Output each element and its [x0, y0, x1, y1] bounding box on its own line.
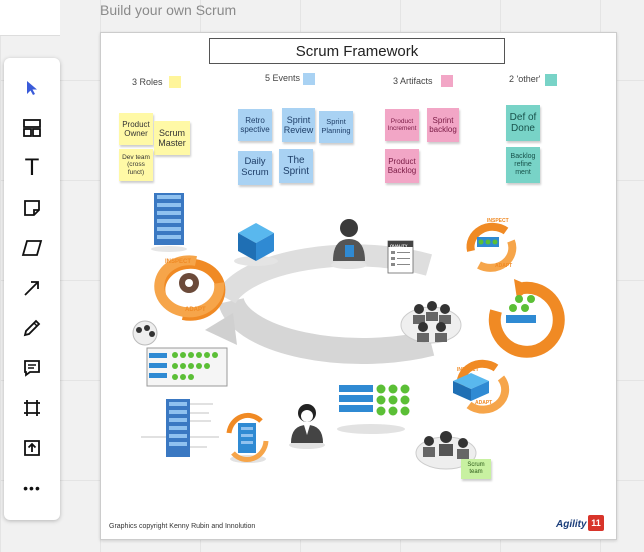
copyright-text: Graphics copyright Kenny Rubin and Innol… [109, 523, 256, 530]
layout-icon [23, 119, 41, 137]
cursor-icon [27, 81, 37, 95]
inspect-label-left: INSPECT [165, 259, 192, 265]
sticky-note-tool[interactable] [4, 192, 60, 224]
category-artifacts-label: 3 Artifacts [393, 76, 433, 86]
category-roles-label: 3 Roles [132, 77, 163, 87]
sticky-product-increment[interactable]: Product Increment [385, 109, 419, 141]
quality-label: QUALITY [390, 243, 408, 248]
scrum-master-figure [331, 219, 367, 269]
text-icon: T [25, 155, 39, 181]
frame-tool[interactable] [4, 392, 60, 424]
sticky-daily-scrum[interactable]: Daily Scrum [238, 151, 272, 185]
sticky-scrum-master[interactable]: Scrum Master [154, 121, 190, 155]
sprint-planning-board [132, 320, 228, 387]
adapt-label-left: ADAPT [185, 307, 206, 313]
sprint-execution-cycle [488, 279, 565, 358]
sticky-retrospective[interactable]: Retro spective [238, 109, 272, 141]
left-toolbar: T ••• [4, 58, 60, 520]
more-tool[interactable]: ••• [4, 472, 60, 504]
frame-icon [24, 400, 40, 416]
arrow-icon [24, 281, 39, 296]
adapt-label-right: ADAPT [495, 263, 513, 269]
frame-title[interactable]: Build your own Scrum [100, 2, 237, 18]
sticky-note-icon [24, 200, 40, 216]
comment-icon [24, 360, 40, 377]
agility11-logo: Agility [556, 519, 587, 530]
upload-icon [24, 440, 40, 456]
select-tool[interactable] [4, 72, 60, 104]
scrum-team-group [400, 301, 462, 344]
sticky-backlog-refinement[interactable]: Backlog refine ment [506, 147, 540, 183]
category-artifacts-swatch [441, 75, 453, 87]
inspect-adapt-cycle-left [154, 255, 226, 321]
pen-icon [23, 319, 41, 337]
sprint-backlog-board [337, 384, 410, 434]
inspect-adapt-cycle-lower [453, 359, 510, 414]
inspect-label-lower: INSPECT [457, 367, 479, 373]
sticky-def-of-done[interactable]: Def of Done [506, 105, 540, 141]
shape-icon [21, 240, 43, 256]
upload-tool[interactable] [4, 432, 60, 464]
templates-tool[interactable] [4, 112, 60, 144]
product-backlog-stack [151, 193, 187, 252]
sticky-product-owner[interactable]: Product Owner [119, 113, 153, 145]
inspect-label-right: INSPECT [487, 218, 509, 224]
comment-tool[interactable] [4, 352, 60, 384]
inspect-adapt-cycle-right [466, 222, 517, 272]
scrum-illustration [132, 193, 565, 470]
category-events-label: 5 Events [265, 73, 301, 83]
sticky-sprint-review[interactable]: Sprint Review [282, 108, 315, 142]
product-increment-cube [234, 223, 278, 266]
sticky-product-backlog[interactable]: Product Backlog [385, 149, 419, 183]
sticky-sprint-planning[interactable]: Sprint Planning [319, 111, 353, 143]
board-title[interactable]: Scrum Framework [209, 38, 505, 64]
category-other-swatch [545, 74, 557, 86]
text-tool[interactable]: T [4, 152, 60, 184]
category-other-label: 2 'other' [509, 74, 541, 84]
adapt-label-lower: ADAPT [475, 400, 493, 406]
category-roles-swatch [169, 76, 181, 88]
product-owner-figure [289, 404, 325, 449]
sticky-scrum-team[interactable]: Scrum team [461, 459, 491, 479]
shape-tool[interactable] [4, 232, 60, 264]
sticky-dev-team[interactable]: Dev team (cross funct) [119, 149, 153, 181]
scrum-board[interactable]: Scrum Framework 3 Roles 5 Events 3 Artif… [100, 32, 617, 540]
more-icon: ••• [23, 480, 41, 496]
sticky-the-sprint[interactable]: The Sprint [279, 149, 313, 183]
sticky-sprint-backlog[interactable]: Sprint backlog [427, 108, 459, 142]
product-backlog-detail [141, 399, 219, 457]
line-tool[interactable] [4, 272, 60, 304]
category-events-swatch [303, 73, 315, 85]
top-bar [0, 0, 60, 36]
pen-tool[interactable] [4, 312, 60, 344]
agility11-logo-badge: 11 [588, 515, 604, 531]
refinement-backlog [226, 412, 269, 463]
quality-checklist [387, 240, 414, 274]
